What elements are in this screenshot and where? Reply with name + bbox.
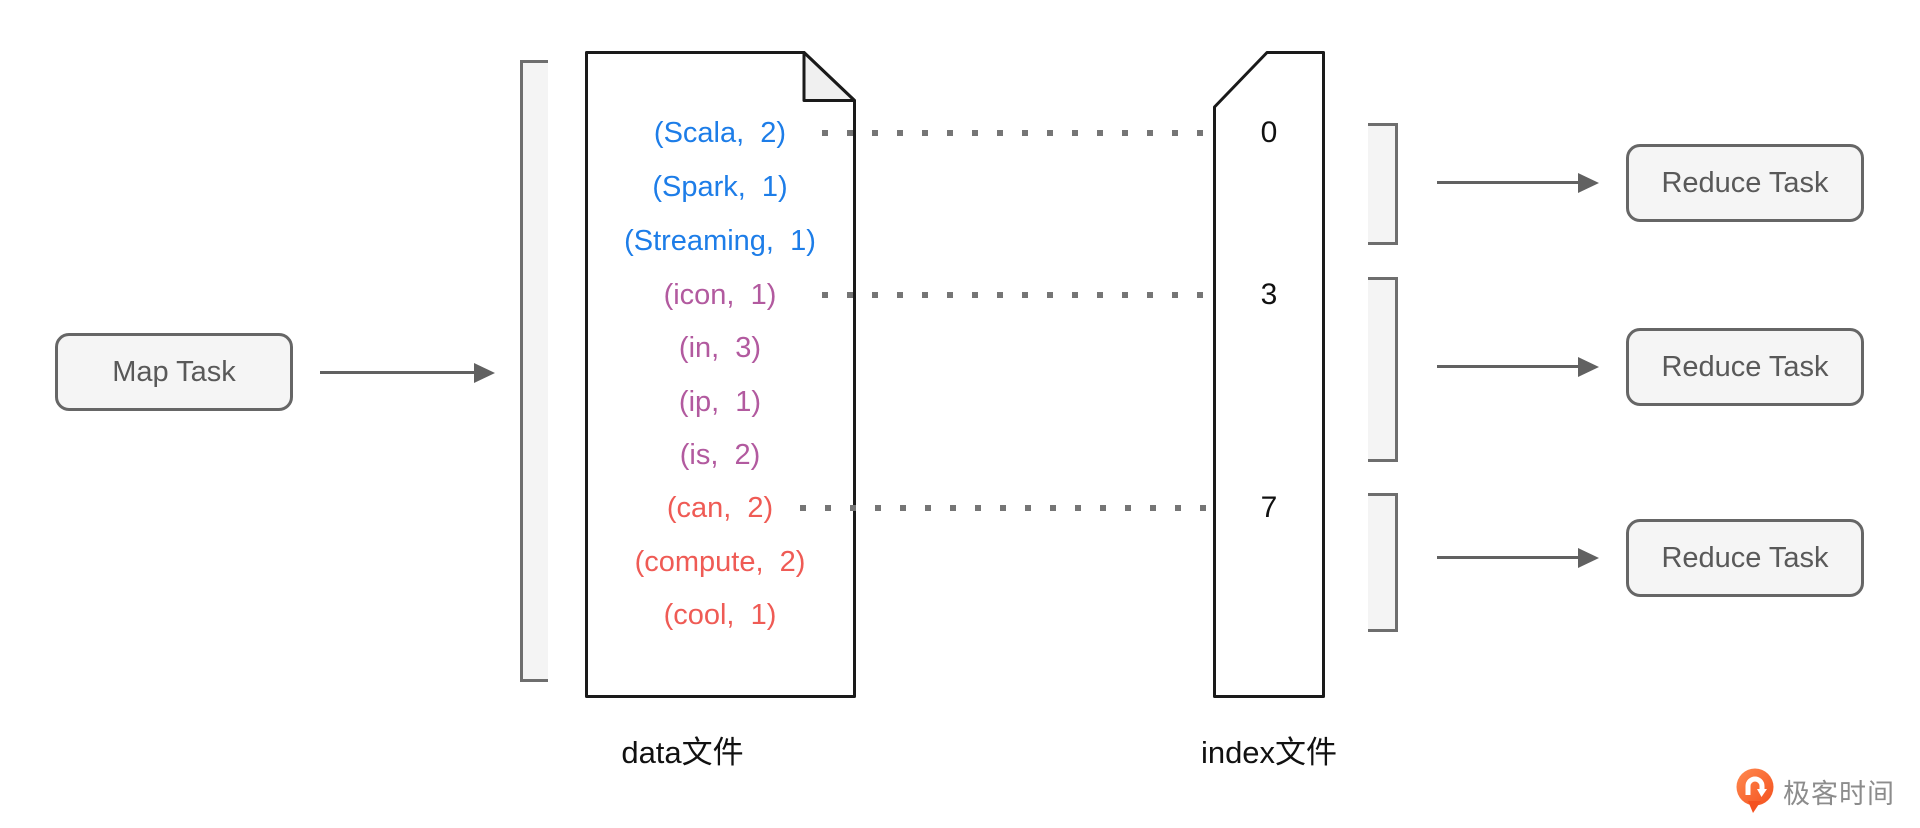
data-entry: (ip, 1) [678,386,762,418]
data-entry: (Spark, 1) [652,171,788,203]
index-file-shape [1213,51,1325,698]
data-entry: (Streaming, 1) [624,225,816,257]
data-entry: (compute, 2) [634,546,806,578]
reduce-task-label: Reduce Task [1661,166,1829,199]
dotted-connector [800,505,1242,511]
data-entry: (Scala, 2) [653,117,787,149]
data-file-label: data文件 [621,735,744,770]
reduce-arrow-line [1437,365,1579,368]
reduce-task-label: Reduce Task [1661,350,1829,383]
dotted-connector [822,130,1242,136]
reduce-arrow-head [1578,173,1599,193]
geektime-logo-icon [1736,768,1774,813]
data-entry: (cool, 1) [663,599,777,631]
reduce-task-box: Reduce Task [1626,144,1864,222]
data-entry: (is, 2) [679,439,761,471]
index-offset: 3 [1260,278,1278,311]
folded-corner-icon [802,51,856,102]
index-file-label: index文件 [1200,735,1338,770]
dotted-connector [822,292,1242,298]
map-task-box: Map Task [55,333,293,411]
data-entry: (in, 3) [678,332,762,364]
geektime-logo: 极客时间 [1736,768,1895,814]
data-file-shape [585,51,856,698]
map-task-arrow-line [320,371,475,374]
map-task-arrow-head [474,363,495,383]
geektime-logo-text: 极客时间 [1783,778,1895,809]
reduce-task-box: Reduce Task [1626,328,1864,406]
partition-bracket [1368,493,1398,632]
reduce-arrow-line [1437,556,1579,559]
reduce-arrow-line [1437,181,1579,184]
index-offset: 7 [1260,491,1278,524]
reduce-arrow-head [1578,357,1599,377]
partition-bracket [1368,277,1398,462]
map-task-label: Map Task [112,355,236,388]
data-entry: (can, 2) [666,492,774,524]
reduce-task-box: Reduce Task [1626,519,1864,597]
reduce-arrow-head [1578,548,1599,568]
data-file-bracket [520,60,548,682]
index-offset: 0 [1260,116,1278,149]
reduce-task-label: Reduce Task [1661,541,1829,574]
data-entry: (icon, 1) [663,279,777,311]
partition-bracket [1368,123,1398,245]
